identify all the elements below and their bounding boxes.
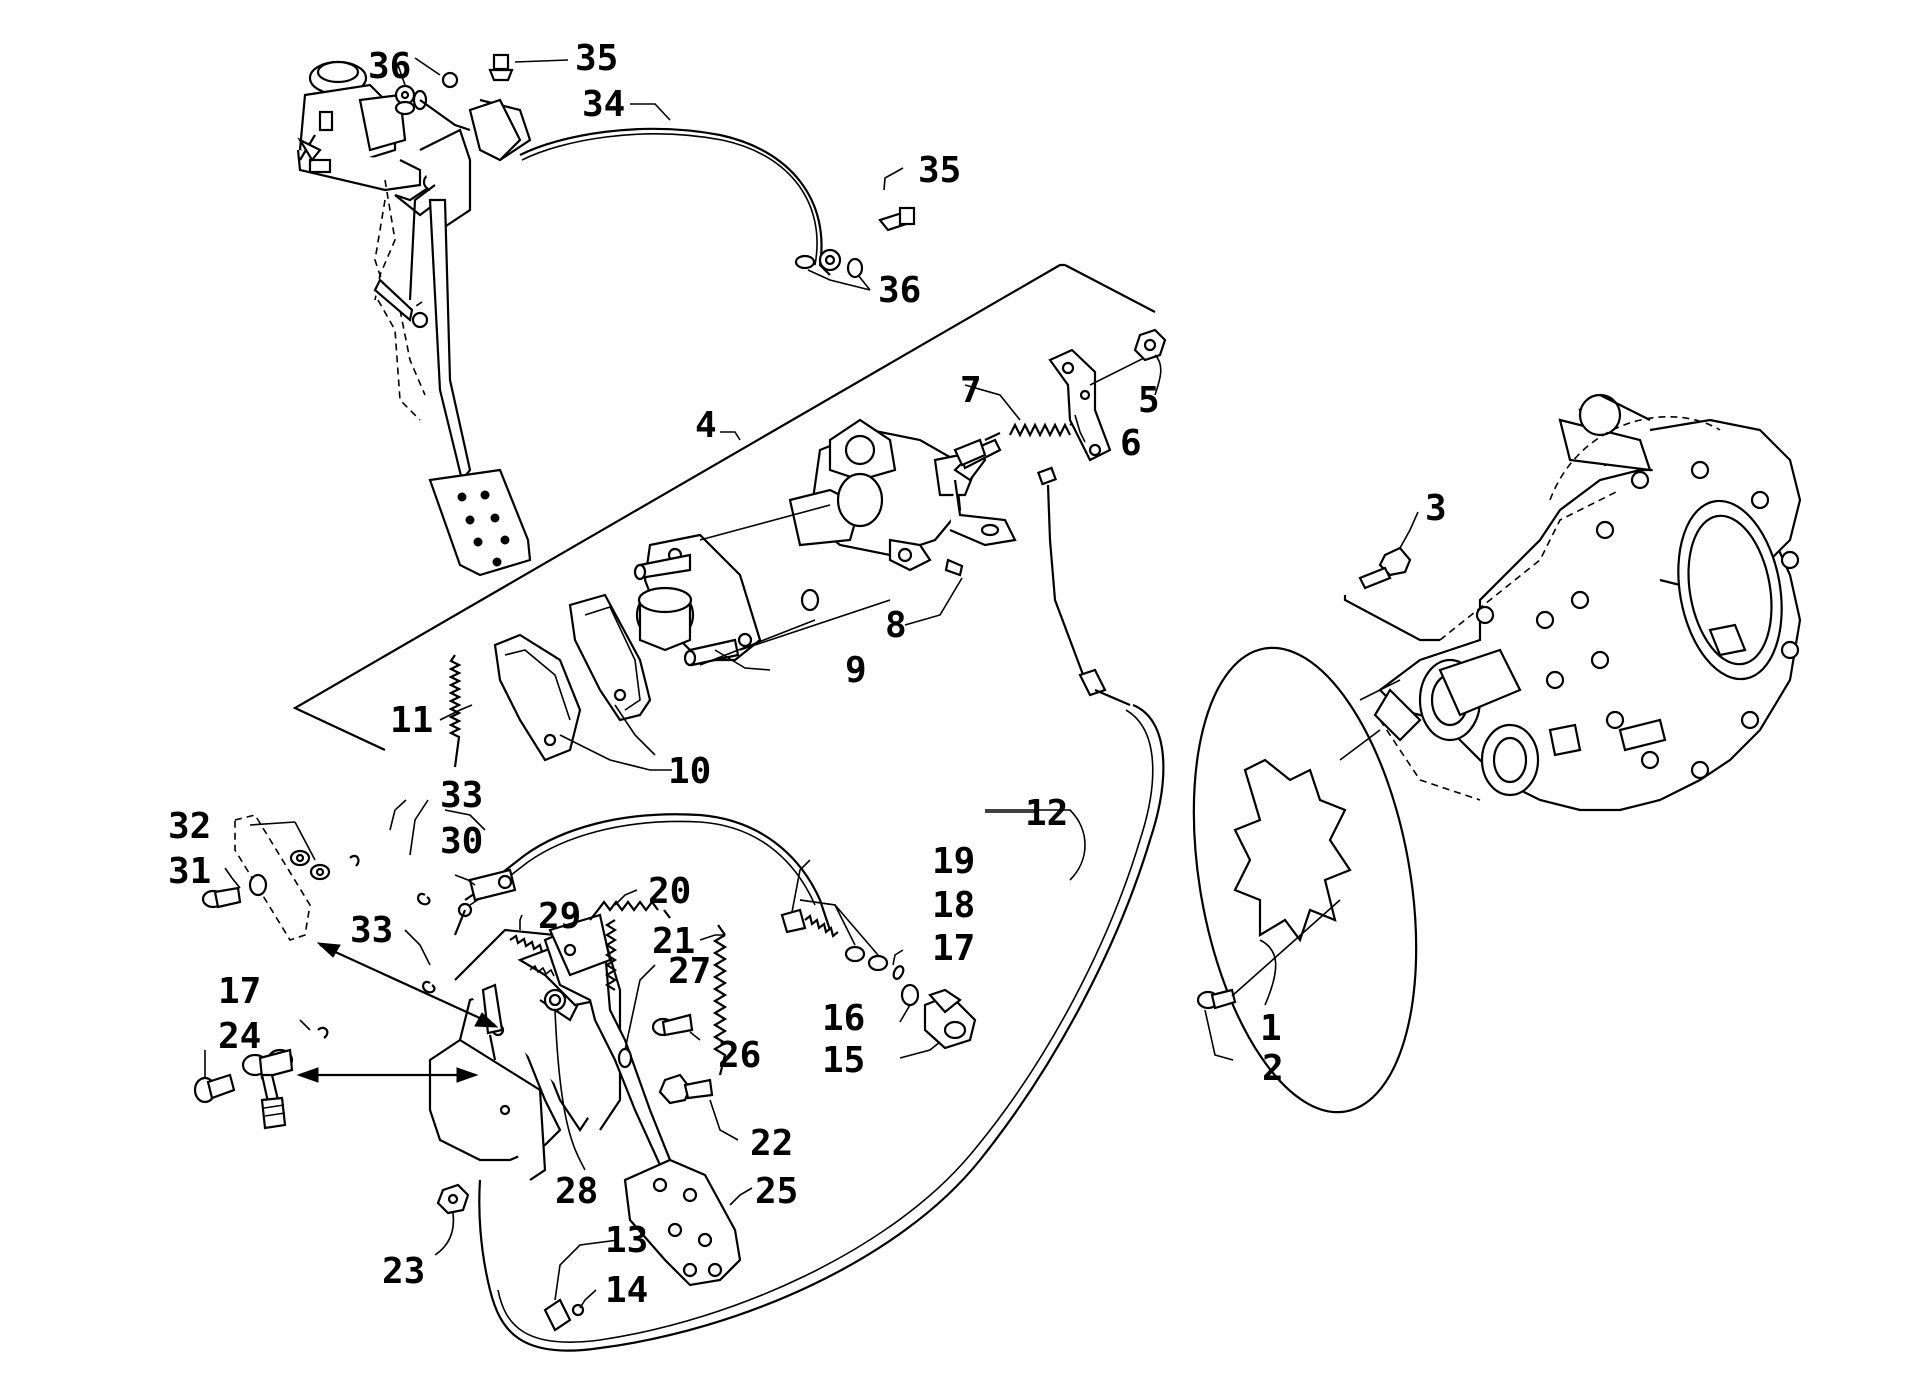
cable-clamp-13 [543, 1298, 572, 1332]
callout-19: 19 [932, 841, 975, 882]
callout-15: 15 [822, 1040, 865, 1081]
callout-5: 5 [1138, 380, 1160, 421]
callout-labels: 36 35 34 35 36 5 6 7 4 8 9 10 11 12 3 1 … [168, 38, 1447, 1311]
bleeder-screw [944, 558, 964, 577]
lever-spring-21 [712, 934, 728, 1076]
return-spring-20-main [604, 919, 618, 991]
callout-26: 26 [718, 1035, 761, 1076]
cable-adjuster [780, 908, 839, 938]
e-clip-17 [892, 965, 905, 980]
callout-23: 23 [382, 1251, 425, 1292]
brake-foot-lever [543, 913, 742, 1287]
callout-1: 1 [1260, 1008, 1282, 1049]
callout-31: 31 [168, 851, 211, 892]
callout-9: 9 [845, 650, 867, 691]
callout-28: 28 [555, 1171, 598, 1212]
callout-27: 27 [668, 951, 711, 992]
caliper-group-bracket-line [1064, 264, 1156, 313]
callout-8: 8 [885, 605, 907, 646]
callout-18: 18 [932, 885, 975, 926]
clip-33-top [349, 854, 360, 867]
brake-caliper [788, 418, 1017, 572]
assembly-arrow-upper [319, 943, 496, 1027]
callout-10: 10 [668, 751, 711, 792]
transmission-bolt [1343, 546, 1440, 642]
callout-22: 22 [750, 1123, 793, 1164]
callout-25: 25 [755, 1171, 798, 1212]
callout-16: 16 [822, 998, 865, 1039]
parking-brake-cable [478, 703, 1165, 1352]
pawl-spring-29 [509, 934, 544, 953]
spacer-16 [900, 983, 920, 1007]
callout-24: 24 [218, 1016, 261, 1057]
callout-4: 4 [695, 405, 717, 446]
callout-32: 32 [168, 806, 211, 847]
caliper-mounting-bracket [633, 533, 762, 667]
washer-31 [248, 873, 268, 897]
callout-35-top: 35 [575, 38, 618, 79]
callout-33-top: 33 [440, 775, 483, 816]
callout-34: 34 [582, 84, 625, 125]
washer-18b [867, 954, 889, 972]
pin-31 [201, 886, 242, 909]
adjuster-knob-15 [923, 988, 977, 1050]
callout-35-lower: 35 [918, 150, 961, 191]
callout-17-left: 17 [218, 971, 261, 1012]
callout-17-right: 17 [932, 928, 975, 969]
brake-disc [1192, 646, 1418, 1114]
clip-33-mid [416, 892, 431, 906]
callout-3: 3 [1425, 488, 1447, 529]
callout-13: 13 [605, 1220, 648, 1261]
callout-29: 29 [538, 896, 581, 937]
callout-14: 14 [605, 1270, 648, 1311]
lever-cable [464, 813, 832, 931]
clip-17-left [317, 1026, 329, 1039]
pad-spring [448, 654, 462, 768]
clip-33-low [421, 980, 436, 994]
callout-33-mid: 33 [350, 910, 393, 951]
washer-27 [617, 1047, 633, 1069]
pivot-screw-26 [651, 1013, 694, 1037]
transmission-housing [1339, 393, 1802, 812]
pivot-bolt-22 [658, 1073, 714, 1105]
callout-2: 2 [1262, 1048, 1284, 1089]
callout-12: 12 [1025, 793, 1068, 834]
banjo-fitting-parts-top [394, 53, 514, 132]
callout-6: 6 [1120, 423, 1142, 464]
callout-36-lower: 36 [878, 270, 921, 311]
brake-hose [519, 127, 831, 276]
return-spring-20 [589, 900, 671, 921]
disc-mounting-screw [1196, 899, 1341, 1010]
caliper-actuating-arm [1048, 348, 1112, 462]
callout-11: 11 [390, 700, 433, 741]
brake-pads [493, 593, 652, 762]
callout-7: 7 [960, 370, 982, 411]
callout-21: 21 [652, 921, 695, 962]
o-ring [800, 588, 820, 612]
callout-36-top: 36 [368, 46, 411, 87]
washer-18a [844, 945, 866, 963]
leader-lines [204, 57, 1419, 1309]
clevis-assembly-24 [193, 1048, 294, 1130]
bracket-plate-32 [234, 814, 331, 941]
callout-20: 20 [648, 871, 691, 912]
master-cylinder-assembly [296, 60, 532, 577]
callout-30: 30 [440, 821, 483, 862]
caliper-spring [1009, 422, 1071, 438]
